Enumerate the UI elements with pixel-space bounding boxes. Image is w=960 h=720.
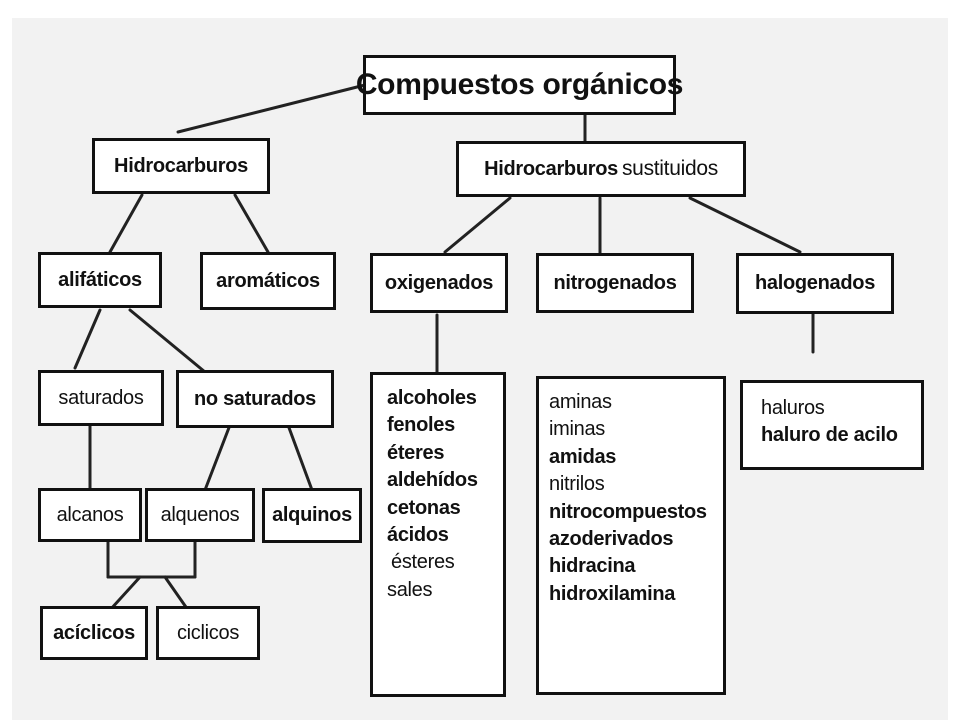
list-oxigenados: alcoholes fenoles éteres aldehídos ceton… — [370, 372, 506, 697]
link-alifaticos-nosaturados — [128, 308, 207, 374]
list-item: nitrocompuestos — [549, 500, 707, 523]
list-item: fenoles — [387, 414, 455, 437]
node-ciclicos-label: ciclicos — [176, 621, 240, 644]
node-alcanos-label: alcanos — [56, 503, 124, 526]
node-compuestos-organicos: Compuestos orgánicos — [356, 55, 684, 115]
list-item: hidroxilamina — [549, 582, 676, 605]
link-sustituidos-halogenados — [688, 196, 802, 254]
list-item: alcoholes — [387, 387, 477, 409]
list-item: iminas — [549, 418, 605, 441]
node-alquinos-label: alquinos — [272, 504, 352, 526]
node-halogenados: halogenados — [736, 253, 894, 314]
node-saturados-label: saturados — [58, 386, 144, 409]
list-item: hidracina — [549, 555, 636, 578]
list-item: cetonas — [387, 496, 461, 519]
link-bracket-ciclicos — [163, 575, 190, 612]
node-hidrocarburos: Hidrocarburos — [92, 138, 270, 194]
link-bracket-aciclicos — [108, 575, 142, 612]
link-alifaticos-saturados — [73, 308, 102, 370]
node-alquenos: alquenos — [145, 488, 255, 542]
list-item: sales — [387, 578, 433, 601]
link-root-hidrocarburos — [176, 83, 367, 134]
list-item: haluros — [761, 397, 825, 419]
list-item: nitrilos — [549, 473, 605, 496]
node-sustituidos-plain-label: sustituidos — [621, 157, 718, 180]
node-nitrogenados-label: nitrogenados — [553, 271, 677, 294]
list-item: ésteres — [391, 551, 455, 574]
node-hidrocarburos-sustituidos: Hidrocarburos sustituidos — [456, 141, 746, 197]
node-alquenos-label: alquenos — [160, 503, 240, 526]
link-hidrocarburos-aromaticos — [233, 193, 270, 254]
node-alifaticos: alifáticos — [38, 252, 162, 308]
node-alcanos: alcanos — [38, 488, 142, 542]
link-nosaturados-alquenos — [203, 423, 232, 492]
node-nitrogenados: nitrogenados — [536, 253, 694, 313]
list-halogenados: haluros haluro de acilo — [740, 380, 924, 470]
link-nosaturados-alquinos — [286, 423, 314, 492]
node-no-saturados-label: no saturados — [194, 387, 316, 410]
list-item: amidas — [549, 445, 617, 468]
node-sustituidos-bold-label: Hidrocarburos — [484, 157, 618, 180]
link-hidrocarburos-alifaticos — [108, 193, 144, 254]
list-nitrogenados: aminas iminas amidas nitrilos nitrocompu… — [536, 376, 726, 695]
list-item: ácidos — [387, 523, 449, 546]
node-oxigenados-label: oxigenados — [384, 271, 494, 294]
node-ciclicos: ciclicos — [156, 606, 260, 660]
list-item: haluro de acilo — [761, 424, 898, 447]
link-sustituidos-oxigenados — [443, 196, 512, 254]
node-aciclicos-label: acíclicos — [53, 621, 135, 644]
node-halogenados-label: halogenados — [754, 272, 876, 294]
node-alifaticos-label: alifáticos — [58, 268, 142, 291]
node-aromaticos: aromáticos — [200, 252, 336, 310]
node-oxigenados: oxigenados — [370, 253, 508, 313]
node-aciclicos: acíclicos — [40, 606, 148, 660]
node-no-saturados: no saturados — [176, 370, 334, 428]
node-saturados: saturados — [38, 370, 164, 426]
list-item: aminas — [549, 391, 612, 413]
list-item: éteres — [387, 441, 445, 464]
list-item: azoderivados — [549, 527, 674, 550]
node-compuestos-organicos-label: Compuestos orgánicos — [355, 68, 684, 101]
list-item: aldehídos — [387, 469, 478, 492]
node-alquinos: alquinos — [262, 488, 362, 543]
node-hidrocarburos-label: Hidrocarburos — [114, 154, 248, 177]
node-aromaticos-label: aromáticos — [216, 269, 320, 292]
